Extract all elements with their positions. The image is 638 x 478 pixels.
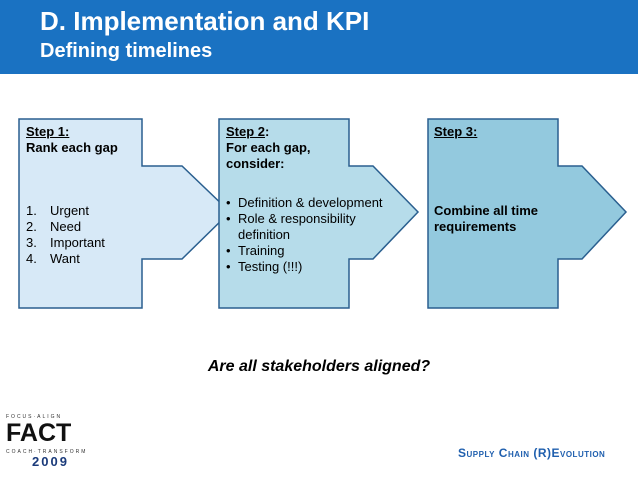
- logo-word: FACT: [6, 419, 72, 447]
- consider-list: Definition & development Role & responsi…: [226, 195, 406, 275]
- header-bar: D. Implementation and KPI Defining timel…: [0, 0, 638, 74]
- step-1-content: Step 1: Rank each gap 1.Urgent 2.Need 3.…: [26, 124, 146, 267]
- list-item: 1.Urgent: [26, 203, 90, 218]
- page-title: D. Implementation and KPI: [40, 6, 370, 36]
- logo-top-text: FOCUS·ALIGN: [6, 414, 63, 420]
- step-2-content: Step 2: For each gap, consider: Definiti…: [226, 124, 406, 275]
- alignment-question: Are all stakeholders aligned?: [207, 358, 431, 375]
- step-3-body-line: requirements: [434, 219, 517, 234]
- list-item: Testing (!!!): [226, 259, 406, 275]
- step-2-heading-line: For each gap,: [226, 140, 311, 155]
- brand-wordmark: Supply Chain (R)Evolution: [458, 446, 606, 460]
- step-1-arrow: [18, 118, 232, 309]
- step-3-content: Step 3: Combine all time requirements: [434, 124, 594, 235]
- list-item: 3.Important: [26, 235, 105, 250]
- list-item: Training: [226, 243, 406, 259]
- step-2-heading-line: consider:: [226, 156, 285, 171]
- logo-year: 2009: [32, 454, 69, 469]
- step-3-body-line: Combine all time: [434, 203, 539, 218]
- list-item: Role & responsibility definition: [226, 211, 376, 243]
- step-3-label: Step 3:: [434, 124, 478, 139]
- step-2-label: Step 2:: [226, 124, 270, 139]
- list-item: 2.Need: [26, 219, 82, 234]
- step-1-heading: Rank each gap: [26, 140, 118, 155]
- list-item: 4.Want: [26, 251, 80, 266]
- logo-sub-text: COACH·TRANSFORM: [6, 449, 88, 455]
- rank-list: 1.Urgent 2.Need 3.Important 4.Want: [26, 203, 146, 267]
- page-subtitle: Defining timelines: [40, 40, 213, 62]
- step-3-arrow: [427, 118, 628, 309]
- fact-logo: FOCUS·ALIGN FACT COACH·TRANSFORM 2009: [6, 414, 86, 474]
- step-1-label: Step 1:: [26, 124, 70, 139]
- list-item: Definition & development: [226, 195, 406, 211]
